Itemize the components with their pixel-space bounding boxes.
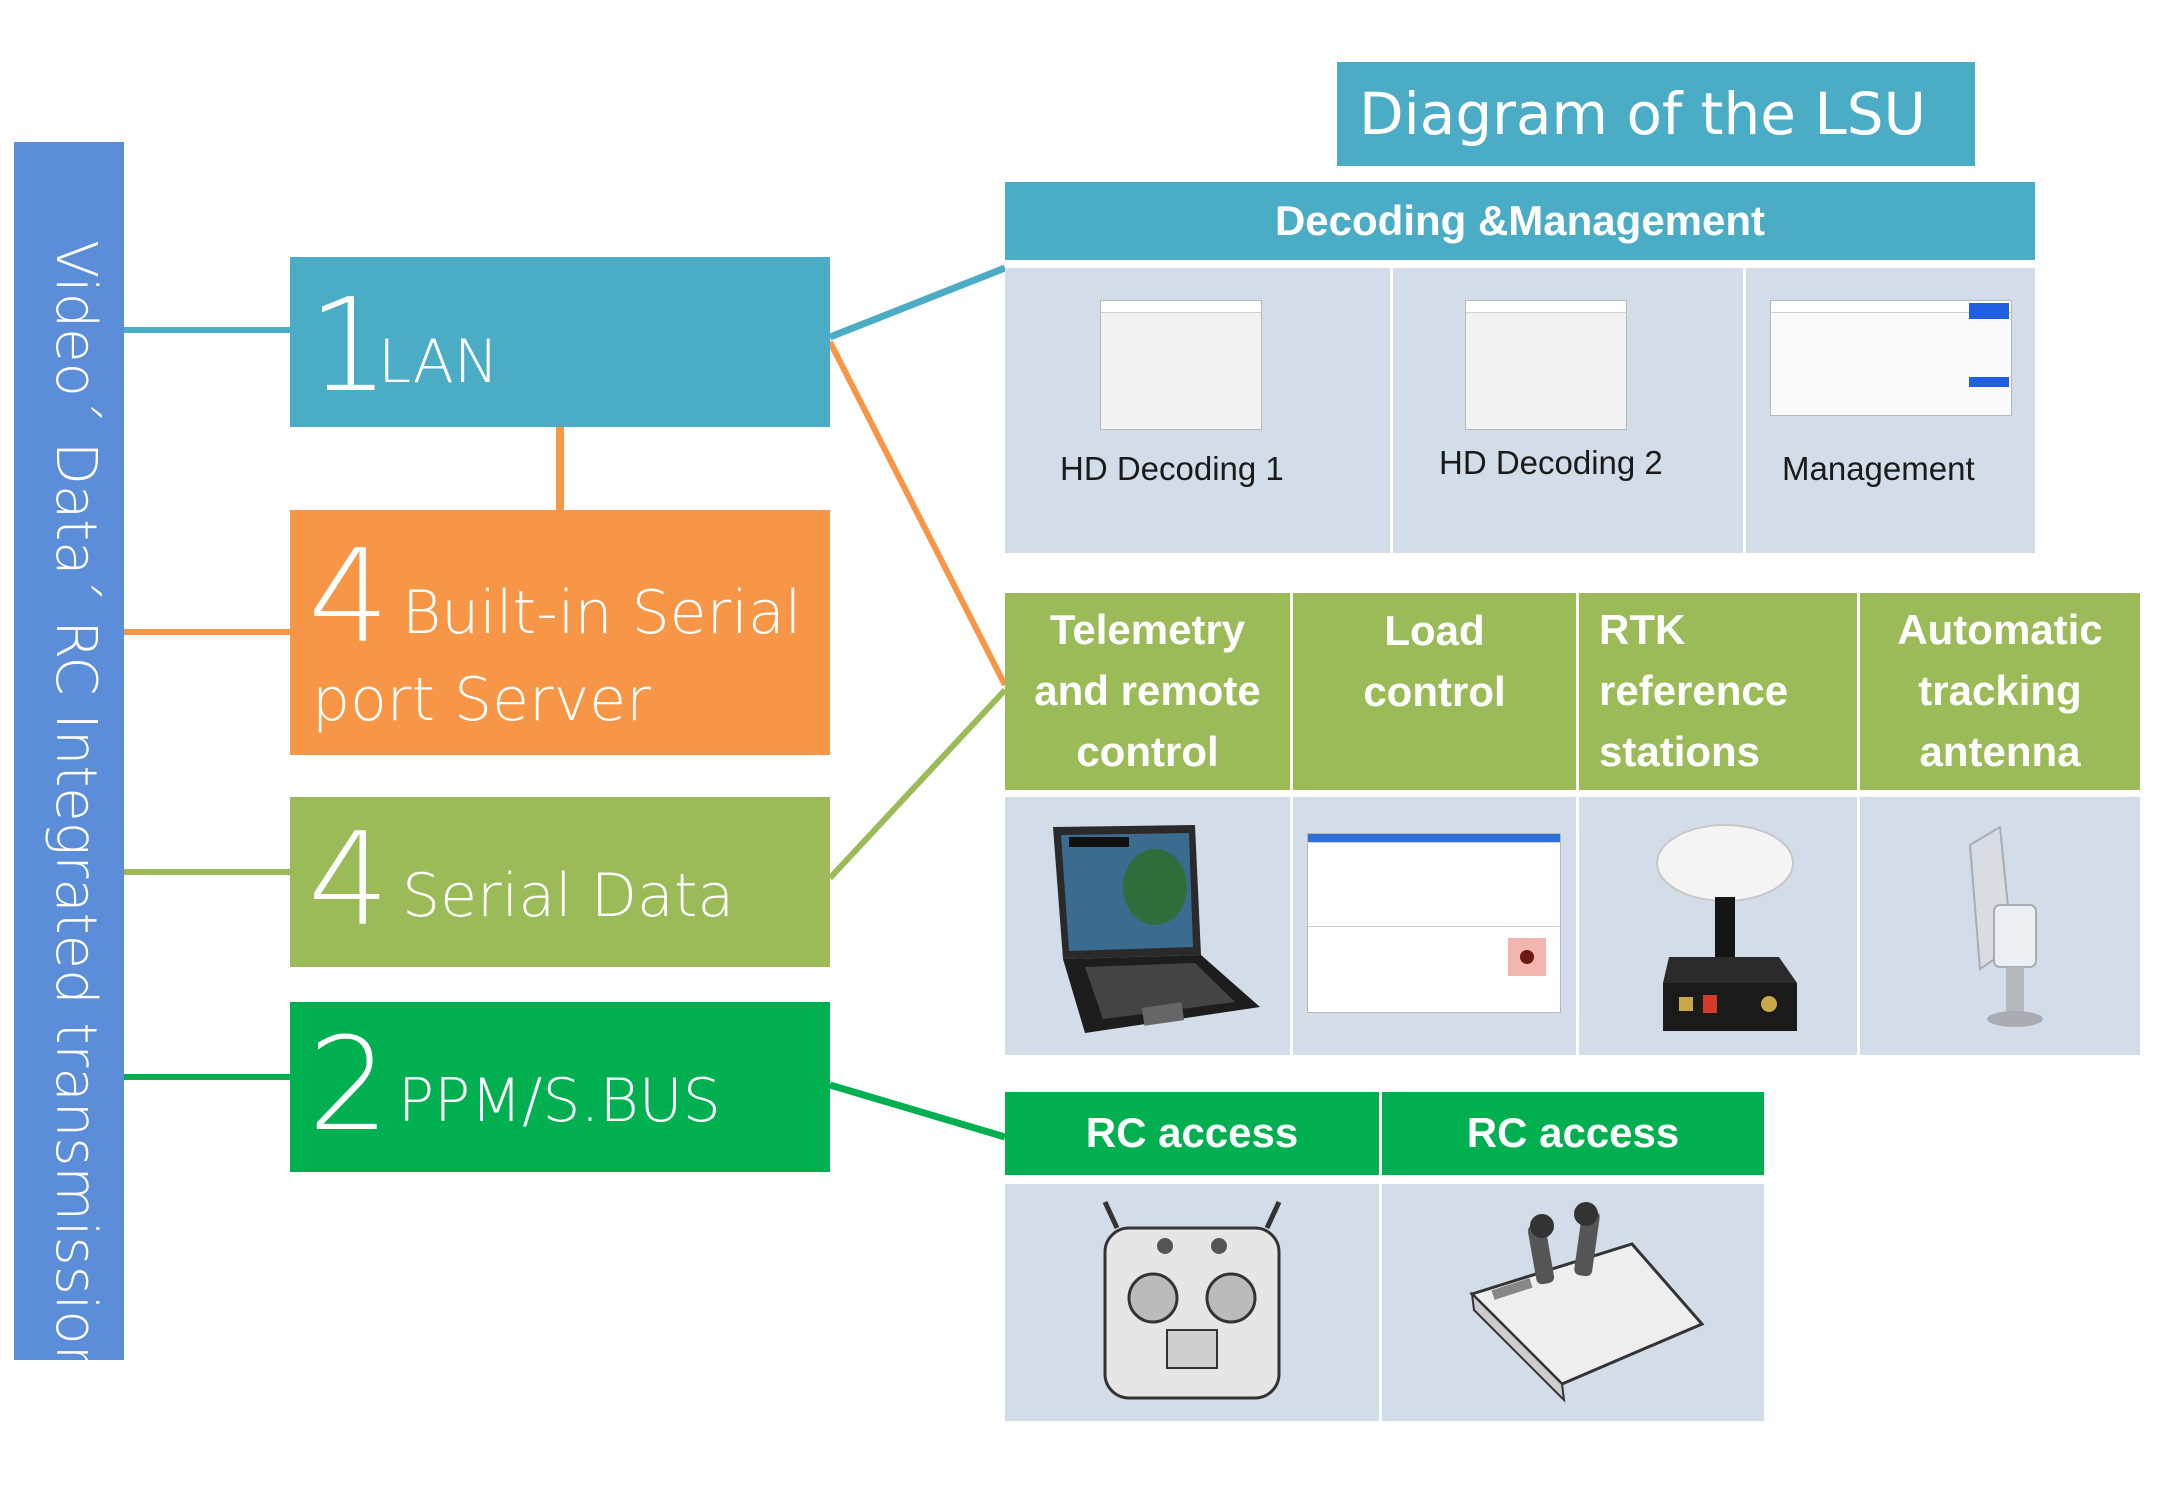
rc-transmitter-panel <box>1005 1184 1379 1421</box>
tracking-antenna-line1: Automatic <box>1897 606 2103 654</box>
telemetry-line3: control <box>1076 727 1219 775</box>
serial-server-label-line1: Built-in Serial <box>402 578 802 648</box>
load-control-panel <box>1293 797 1576 1055</box>
laptop-panel <box>1005 797 1290 1055</box>
serial-server-count: 4 <box>308 523 390 672</box>
management-caption: Management <box>1782 450 1975 487</box>
rtk-header: RTK reference stations <box>1579 593 1857 790</box>
hd-decoding-1-panel: HD Decoding 1 <box>1005 268 1390 553</box>
hd-decoding-2-window-image <box>1465 300 1627 430</box>
serial-data-count: 4 <box>308 806 390 955</box>
ground-controller-image <box>1469 1202 1705 1403</box>
integrated-transmission-bar <box>14 142 124 1360</box>
rc-access-header-1: RC access <box>1005 1092 1379 1175</box>
load-control-header: Load control <box>1293 593 1576 790</box>
hd-decoding-1-caption: HD Decoding 1 <box>1060 450 1284 487</box>
ppm-sbus-count: 2 <box>308 1011 390 1160</box>
ppm-to-rc-group-line <box>829 1081 1006 1141</box>
serial-server-box: 4 Built-in Serial port Server <box>290 510 830 755</box>
diagram-title: Diagram of the LSU <box>1337 62 1975 166</box>
load-control-line2: control <box>1363 667 1506 715</box>
management-window-image <box>1770 300 2012 416</box>
serial-data-box: 4 Serial Data <box>290 797 830 967</box>
load-control-window-image <box>1307 833 1561 1013</box>
lan-box: 1 LAN <box>290 257 830 427</box>
ppm-sbus-box: 2 PPM/S.BUS <box>290 1002 830 1172</box>
tracking-antenna-line3: antenna <box>1919 727 2081 775</box>
rtk-line3: stations <box>1599 727 1761 775</box>
tracking-antenna-panel <box>1860 797 2140 1055</box>
serial-data-to-serial-group-line <box>827 687 1008 881</box>
rtk-line2: reference <box>1599 667 1789 715</box>
tracking-antenna-header: Automatic tracking antenna <box>1860 593 2140 790</box>
lan-count: 1 <box>308 272 390 421</box>
ground-controller-panel <box>1382 1184 1764 1421</box>
rugged-laptop-image <box>1053 825 1260 1033</box>
rc-access-header-2: RC access <box>1382 1092 1764 1175</box>
rtk-panel <box>1579 797 1857 1055</box>
serial-server-label-line2: port Server <box>312 665 651 735</box>
hd-decoding-2-panel: HD Decoding 2 <box>1393 268 1743 553</box>
tracking-antenna-image <box>1968 825 2043 1027</box>
rtk-line1: RTK <box>1599 606 1686 654</box>
load-control-line1: Load <box>1384 607 1485 654</box>
decoding-management-header: Decoding &Management <box>1005 182 2035 260</box>
rc-transmitter-image <box>1102 1200 1282 1400</box>
telemetry-header: Telemetry and remote control <box>1005 593 1290 790</box>
hd-decoding-1-window-image <box>1100 300 1262 430</box>
telemetry-line2: and remote <box>1034 667 1261 715</box>
hd-decoding-2-caption: HD Decoding 2 <box>1439 444 1663 481</box>
management-panel: Management <box>1746 268 2035 553</box>
lan-label: LAN <box>378 327 499 397</box>
tracking-antenna-line2: tracking <box>1918 667 2082 715</box>
rtk-base-station-image <box>1656 824 1797 1031</box>
telemetry-line1: Telemetry <box>1049 606 1246 654</box>
integrated-transmission-label: Videoˊ Dataˊ RC Integrated transmission <box>43 240 108 1381</box>
lan-to-serial-group-line <box>827 340 1008 687</box>
lan-to-decoding-line <box>828 264 1007 341</box>
serial-data-label: Serial Data <box>402 861 735 931</box>
ppm-sbus-label: PPM/S.BUS <box>398 1066 721 1136</box>
